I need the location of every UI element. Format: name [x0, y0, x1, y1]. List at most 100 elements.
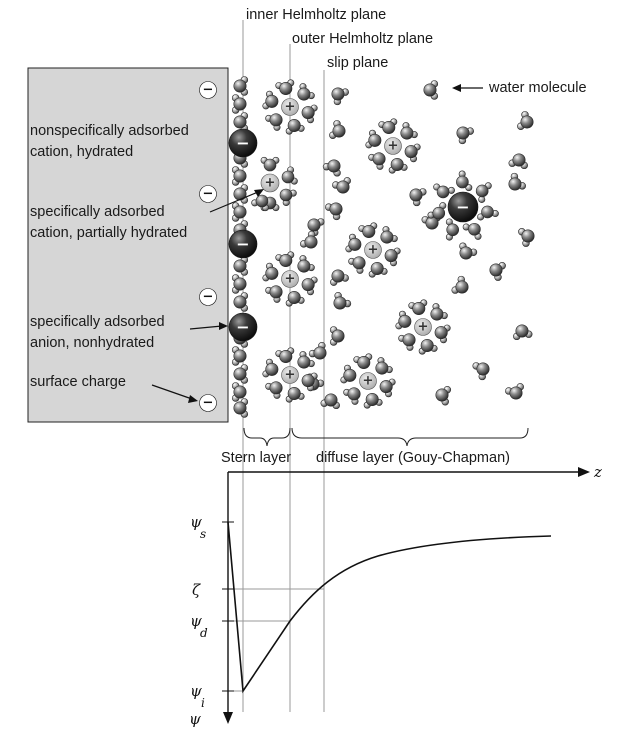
- water-molecule: [322, 159, 341, 177]
- water-molecule: [508, 153, 528, 170]
- water-molecule-arrow: [452, 84, 483, 92]
- water-molecule: [320, 393, 340, 410]
- water-molecule: [489, 262, 506, 281]
- svg-text:i: i: [201, 696, 205, 710]
- surface-charge-icon: −: [199, 185, 217, 203]
- surface-charge-icon: −: [199, 81, 217, 99]
- hydrated-cation: +: [340, 353, 396, 409]
- water-molecule: [451, 275, 469, 294]
- svg-text:−: −: [203, 187, 214, 202]
- water-molecule: [472, 362, 490, 381]
- anion-icon: [447, 191, 479, 223]
- water-molecule: [513, 324, 533, 341]
- water-molecule: [505, 383, 524, 400]
- svg-text:specifically adsorbed: specifically adsorbed: [30, 204, 165, 220]
- water-molecule: [231, 94, 247, 114]
- water-molecule: [231, 382, 247, 402]
- label-psi-i: ψ i: [190, 682, 205, 710]
- water-molecule: [307, 218, 325, 237]
- water-molecule: [409, 188, 427, 207]
- svg-text:anion, nonhydrated: anion, nonhydrated: [30, 335, 154, 351]
- water-molecule: [308, 342, 327, 360]
- svg-text:s: s: [200, 527, 206, 541]
- z-axis-symbol: z: [593, 463, 602, 481]
- water-molecule: [508, 172, 526, 191]
- svg-text:−: −: [203, 83, 214, 98]
- psi-axis-arrowhead: [223, 712, 233, 724]
- water-molecule: [233, 256, 249, 276]
- adsorbed-anion-icon: −: [228, 229, 258, 259]
- svg-text:+: +: [418, 320, 429, 335]
- stern-layer-brace: [243, 427, 291, 447]
- water-molecule: [233, 184, 249, 204]
- svg-text:+: +: [285, 100, 296, 115]
- svg-text:−: −: [236, 134, 249, 153]
- psi-axis-symbol: ψ: [189, 710, 201, 728]
- water-molecule: [332, 177, 351, 194]
- water-molecule: [333, 292, 352, 310]
- label-specific-cation: specifically adsorbed cation, partially …: [30, 204, 187, 241]
- svg-text:−: −: [236, 235, 249, 254]
- electrode: [27, 67, 229, 423]
- svg-text:d: d: [200, 626, 208, 640]
- svg-text:ψ: ψ: [190, 682, 202, 700]
- water-molecule: [423, 80, 439, 100]
- label-surface-charge: surface charge: [30, 374, 126, 390]
- water-molecule: [518, 228, 535, 247]
- arrow-specific-cation: [209, 189, 264, 213]
- cation-icon: [260, 173, 280, 193]
- svg-text:−: −: [236, 318, 249, 337]
- label-psi-d: ψ d: [190, 612, 208, 640]
- cation-icon: [281, 98, 299, 116]
- svg-text:−: −: [456, 198, 469, 217]
- cation-icon: [414, 318, 432, 336]
- adsorbed-anion-icon: −: [228, 128, 258, 158]
- partially-hydrated-cation: +: [251, 156, 298, 212]
- adsorbed-anion-icon: −: [228, 312, 258, 342]
- surface-charges: − − − −: [199, 81, 217, 412]
- svg-text:+: +: [265, 176, 276, 191]
- hydrated-cation: +: [345, 222, 401, 278]
- water-molecule: [231, 202, 247, 222]
- water-molecule: [459, 242, 478, 260]
- arrow-surface-charge: [151, 384, 198, 403]
- water-molecule: [233, 364, 249, 384]
- water-molecule: [233, 398, 249, 418]
- svg-text:+: +: [285, 272, 296, 287]
- label-specific-anion: specifically adsorbed anion, nonhydrated: [30, 314, 165, 351]
- cation-icon: [281, 366, 299, 384]
- cation-icon: [364, 241, 382, 259]
- svg-text:cation, partially hydrated: cation, partially hydrated: [30, 225, 187, 241]
- cation-icon: [359, 372, 377, 390]
- arrow-specific-anion: [189, 322, 228, 330]
- svg-text:−: −: [203, 396, 214, 411]
- svg-text:+: +: [363, 374, 374, 389]
- hydrated-anion: −: [427, 170, 499, 241]
- hydrated-cation: +: [395, 299, 451, 355]
- water-molecule-label: water molecule: [488, 80, 587, 96]
- stern-layer-label: Stern layer: [221, 450, 291, 466]
- water-molecule: [331, 87, 349, 106]
- svg-text:+: +: [368, 243, 379, 258]
- surface-charge-icon: −: [199, 288, 217, 306]
- water-molecule: [330, 269, 349, 286]
- outer-helmholtz-plane-label: outer Helmholtz plane: [292, 31, 433, 47]
- label-zeta: ζ: [192, 581, 201, 599]
- water-molecule: [325, 202, 343, 221]
- water-molecule: [517, 111, 534, 130]
- svg-text:−: −: [203, 290, 214, 305]
- water-molecule: [329, 326, 345, 346]
- hydrated-cation: +: [365, 118, 421, 174]
- water-molecule: [329, 120, 346, 139]
- molecule-layer: [231, 76, 535, 418]
- svg-text:ζ: ζ: [192, 581, 201, 599]
- water-molecule: [231, 274, 247, 294]
- diffuse-layer-label: diffuse layer (Gouy-Chapman): [316, 450, 510, 466]
- water-molecule: [233, 292, 249, 312]
- svg-text:+: +: [388, 139, 399, 154]
- surface-charge-icon: −: [199, 394, 217, 412]
- water-molecule: [233, 76, 249, 96]
- label-psi-s: ψ s: [190, 513, 206, 541]
- water-molecule: [233, 112, 249, 132]
